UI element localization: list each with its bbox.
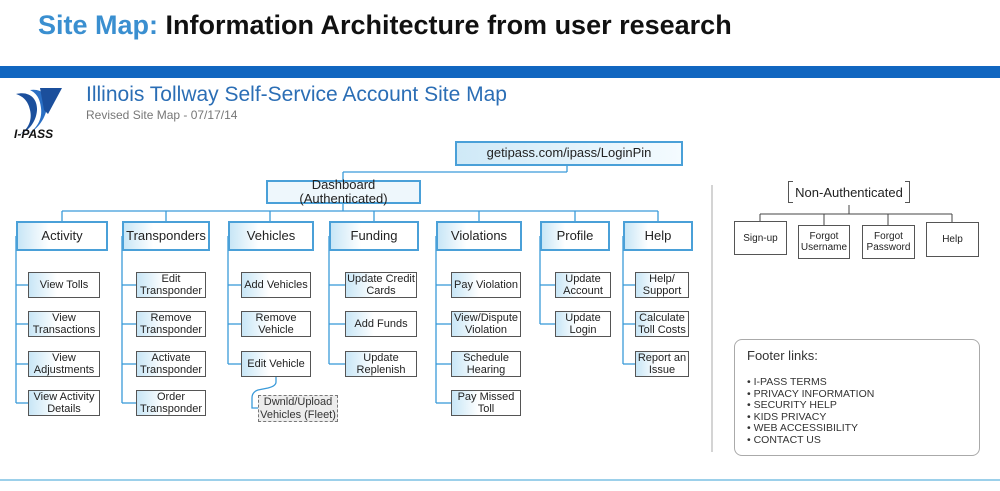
slide-title-text: Information Architecture from user resea… <box>165 10 732 40</box>
page-sign-up: Sign-up <box>734 221 787 255</box>
page-schedule-hearing: Schedule Hearing <box>451 351 521 377</box>
footer-link: • SECURITY HELP <box>747 399 837 412</box>
page-help-public: Help <box>926 222 979 257</box>
page-activate-transponder: Activate Transponder <box>136 351 206 377</box>
root-node: getipass.com/ipass/LoginPin <box>455 141 683 166</box>
category-profile: Profile <box>540 221 610 251</box>
page-help-support: Help/ Support <box>635 272 689 298</box>
footer-link: • PRIVACY INFORMATION <box>747 387 875 400</box>
category-transponders: Transponders <box>122 221 210 251</box>
category-activity: Activity <box>16 221 108 251</box>
footer-link: • WEB ACCESSIBILITY <box>747 422 859 435</box>
page-edit-vehicle: Edit Vehicle <box>241 351 311 377</box>
footer-link: • I-PASS TERMS <box>747 376 827 388</box>
non-authenticated-label: Non-Authenticated <box>795 184 903 200</box>
category-vehicles: Vehicles <box>228 221 314 251</box>
footer-link: • KIDS PRIVACY <box>747 410 827 423</box>
page-order-transponder: Order Transponder <box>136 390 206 416</box>
page-view-adjustments: View Adjustments <box>28 351 100 377</box>
page-remove-vehicle: Remove Vehicle <box>241 311 311 337</box>
page-update-account: Update Account <box>555 272 611 298</box>
footer-links-title: Footer links: <box>747 348 818 363</box>
page-view-activity-details: View Activity Details <box>28 390 100 416</box>
page-dwnld-upload-vehicles: Dwnld/Upload Vehicles (Fleet) <box>258 395 338 422</box>
page-view-transactions: View Transactions <box>28 311 100 337</box>
page-view-dispute-violation: View/Dispute Violation <box>451 311 521 337</box>
bracket-left <box>788 181 793 203</box>
bottom-divider <box>0 479 1000 481</box>
page-forgot-password: Forgot Password <box>862 225 915 259</box>
page-calculate-toll-costs: Calculate Toll Costs <box>635 311 689 337</box>
dashboard-node: Dashboard (Authenticated) <box>266 177 421 206</box>
footer-links-box: Footer links: • I-PASS TERMS • PRIVACY I… <box>734 339 980 456</box>
footer-links-list: • I-PASS TERMS • PRIVACY INFORMATION • S… <box>747 376 875 447</box>
logo-text: I-PASS <box>14 127 54 141</box>
ipass-logo-icon <box>16 88 62 134</box>
page-update-replenish: Update Replenish <box>345 351 417 377</box>
top-bar-divider <box>0 66 1000 78</box>
page-add-funds: Add Funds <box>345 311 417 337</box>
category-funding: Funding <box>329 221 419 251</box>
page-update-credit-cards: Update Credit Cards <box>345 272 417 298</box>
category-help: Help <box>623 221 693 251</box>
page-pay-missed-toll: Pay Missed Toll <box>451 390 521 416</box>
page-view-tolls: View Tolls <box>28 272 100 298</box>
slide-title: Site Map: Information Architecture from … <box>38 10 732 41</box>
footer-link: • CONTACT US <box>747 433 821 446</box>
slide-title-accent: Site Map: <box>38 10 159 40</box>
non-authenticated-node: Non-Authenticated <box>788 179 910 205</box>
category-violations: Violations <box>436 221 522 251</box>
page-pay-violation: Pay Violation <box>451 272 521 298</box>
sitemap-title: Illinois Tollway Self-Service Account Si… <box>86 83 507 106</box>
page-forgot-username: Forgot Username <box>798 225 850 259</box>
page-add-vehicles: Add Vehicles <box>241 272 311 298</box>
sitemap-subtitle: Revised Site Map - 07/17/14 <box>86 108 238 122</box>
page-remove-transponder: Remove Transponder <box>136 311 206 337</box>
page-update-login: Update Login <box>555 311 611 337</box>
page-edit-transponder: Edit Transponder <box>136 272 206 298</box>
page-report-an-issue: Report an Issue <box>635 351 689 377</box>
bracket-right <box>905 181 910 203</box>
